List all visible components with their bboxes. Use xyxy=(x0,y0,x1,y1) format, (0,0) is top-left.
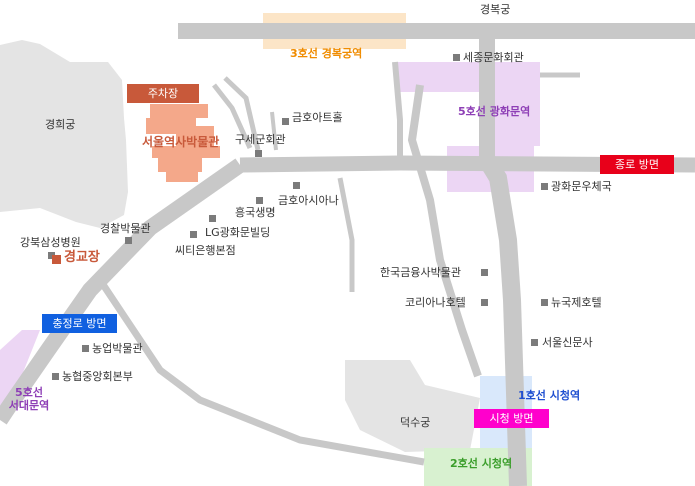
kumho-asiana-marker xyxy=(293,182,300,189)
jongno-direction-badge: 종로 방면 xyxy=(600,155,674,174)
kangbuk-hospital-marker xyxy=(48,252,55,259)
koreana-marker xyxy=(481,299,488,306)
heungkuk-label: 흥국생명 xyxy=(235,206,276,219)
kumho-asiana-label: 금호아시아나 xyxy=(278,194,339,207)
road-lane-e xyxy=(223,76,261,151)
gwanghwamun-station-label: 5호선 광화문역 xyxy=(458,105,531,118)
citibank-label: 씨티은행본점 xyxy=(175,244,236,257)
old-council-label: 구세군회관 xyxy=(235,133,286,146)
nh-hq-label: 농협중앙회본부 xyxy=(62,370,133,383)
cityhall-direction-badge: 시청 방면 xyxy=(474,409,549,428)
cityhall1-station-label: 1호선 시청역 xyxy=(518,389,581,402)
chungjeong-direction-badge: 충정로 방면 xyxy=(42,314,117,333)
road-sejong-lower xyxy=(479,155,527,486)
new-korea-label: 뉴국제호텔 xyxy=(551,296,602,309)
new-korea-marker xyxy=(541,299,548,306)
agri-museum-marker xyxy=(82,345,89,352)
kumho-art-marker xyxy=(282,118,289,125)
agri-museum-label: 농업박물관 xyxy=(92,342,143,355)
old-council-marker xyxy=(255,150,262,157)
gyeonghuigung-label: 경희궁 xyxy=(45,118,76,131)
road-lane-d xyxy=(212,83,253,150)
citibank-marker xyxy=(190,231,197,238)
road-lane-a xyxy=(407,84,482,378)
deoksugung-label: 덕수궁 xyxy=(400,416,431,429)
seoul-shinmun-label: 서울신문사 xyxy=(542,336,593,349)
nh-hq-marker xyxy=(52,373,59,380)
gyeongbokgung-station-label: 3호선 경복궁역 xyxy=(290,47,363,60)
road-lane-g xyxy=(270,111,278,151)
bank-museum-marker xyxy=(481,269,488,276)
deoksugung-area xyxy=(345,360,480,452)
lg-building-marker xyxy=(209,215,216,222)
police-museum-marker xyxy=(125,237,132,244)
cityhall2-station-label: 2호선 시청역 xyxy=(450,457,513,470)
post-office-label: 광화문우체국 xyxy=(551,180,612,193)
post-office-marker xyxy=(541,183,548,190)
seoul-museum-building xyxy=(146,104,220,182)
parking-badge: 주차장 xyxy=(127,84,199,103)
road-seosomun xyxy=(97,278,425,466)
road-lane-f xyxy=(337,177,355,292)
gyeonghuigung-area xyxy=(0,40,128,228)
gyeonggyojang-label: 경교장 xyxy=(64,250,100,265)
sejong-center-marker xyxy=(453,54,460,61)
roads xyxy=(0,23,695,486)
road-lane-b xyxy=(392,61,403,165)
koreana-label: 코리아나호텔 xyxy=(405,296,466,309)
heungkuk-marker xyxy=(256,197,263,204)
lg-building-label: LG광화문빌딩 xyxy=(205,226,271,239)
gyeonggyojang-marker xyxy=(52,255,61,264)
seoul-museum-label: 서울역사박물관 xyxy=(142,135,220,149)
police-museum-label: 경찰박물관 xyxy=(100,222,151,235)
kumho-art-label: 금호아트홀 xyxy=(292,111,343,124)
kangbuk-hospital-label: 강북삼성병원 xyxy=(20,236,81,249)
gyeongbokgung-label: 경복궁 xyxy=(480,3,511,16)
bank-museum-label: 한국금융사박물관 xyxy=(380,266,461,279)
seoul-shinmun-marker xyxy=(531,339,538,346)
sejong-center-label: 세종문화회관 xyxy=(463,51,524,64)
seodaemun-station-label: 5호선 서대문역 xyxy=(8,386,50,412)
